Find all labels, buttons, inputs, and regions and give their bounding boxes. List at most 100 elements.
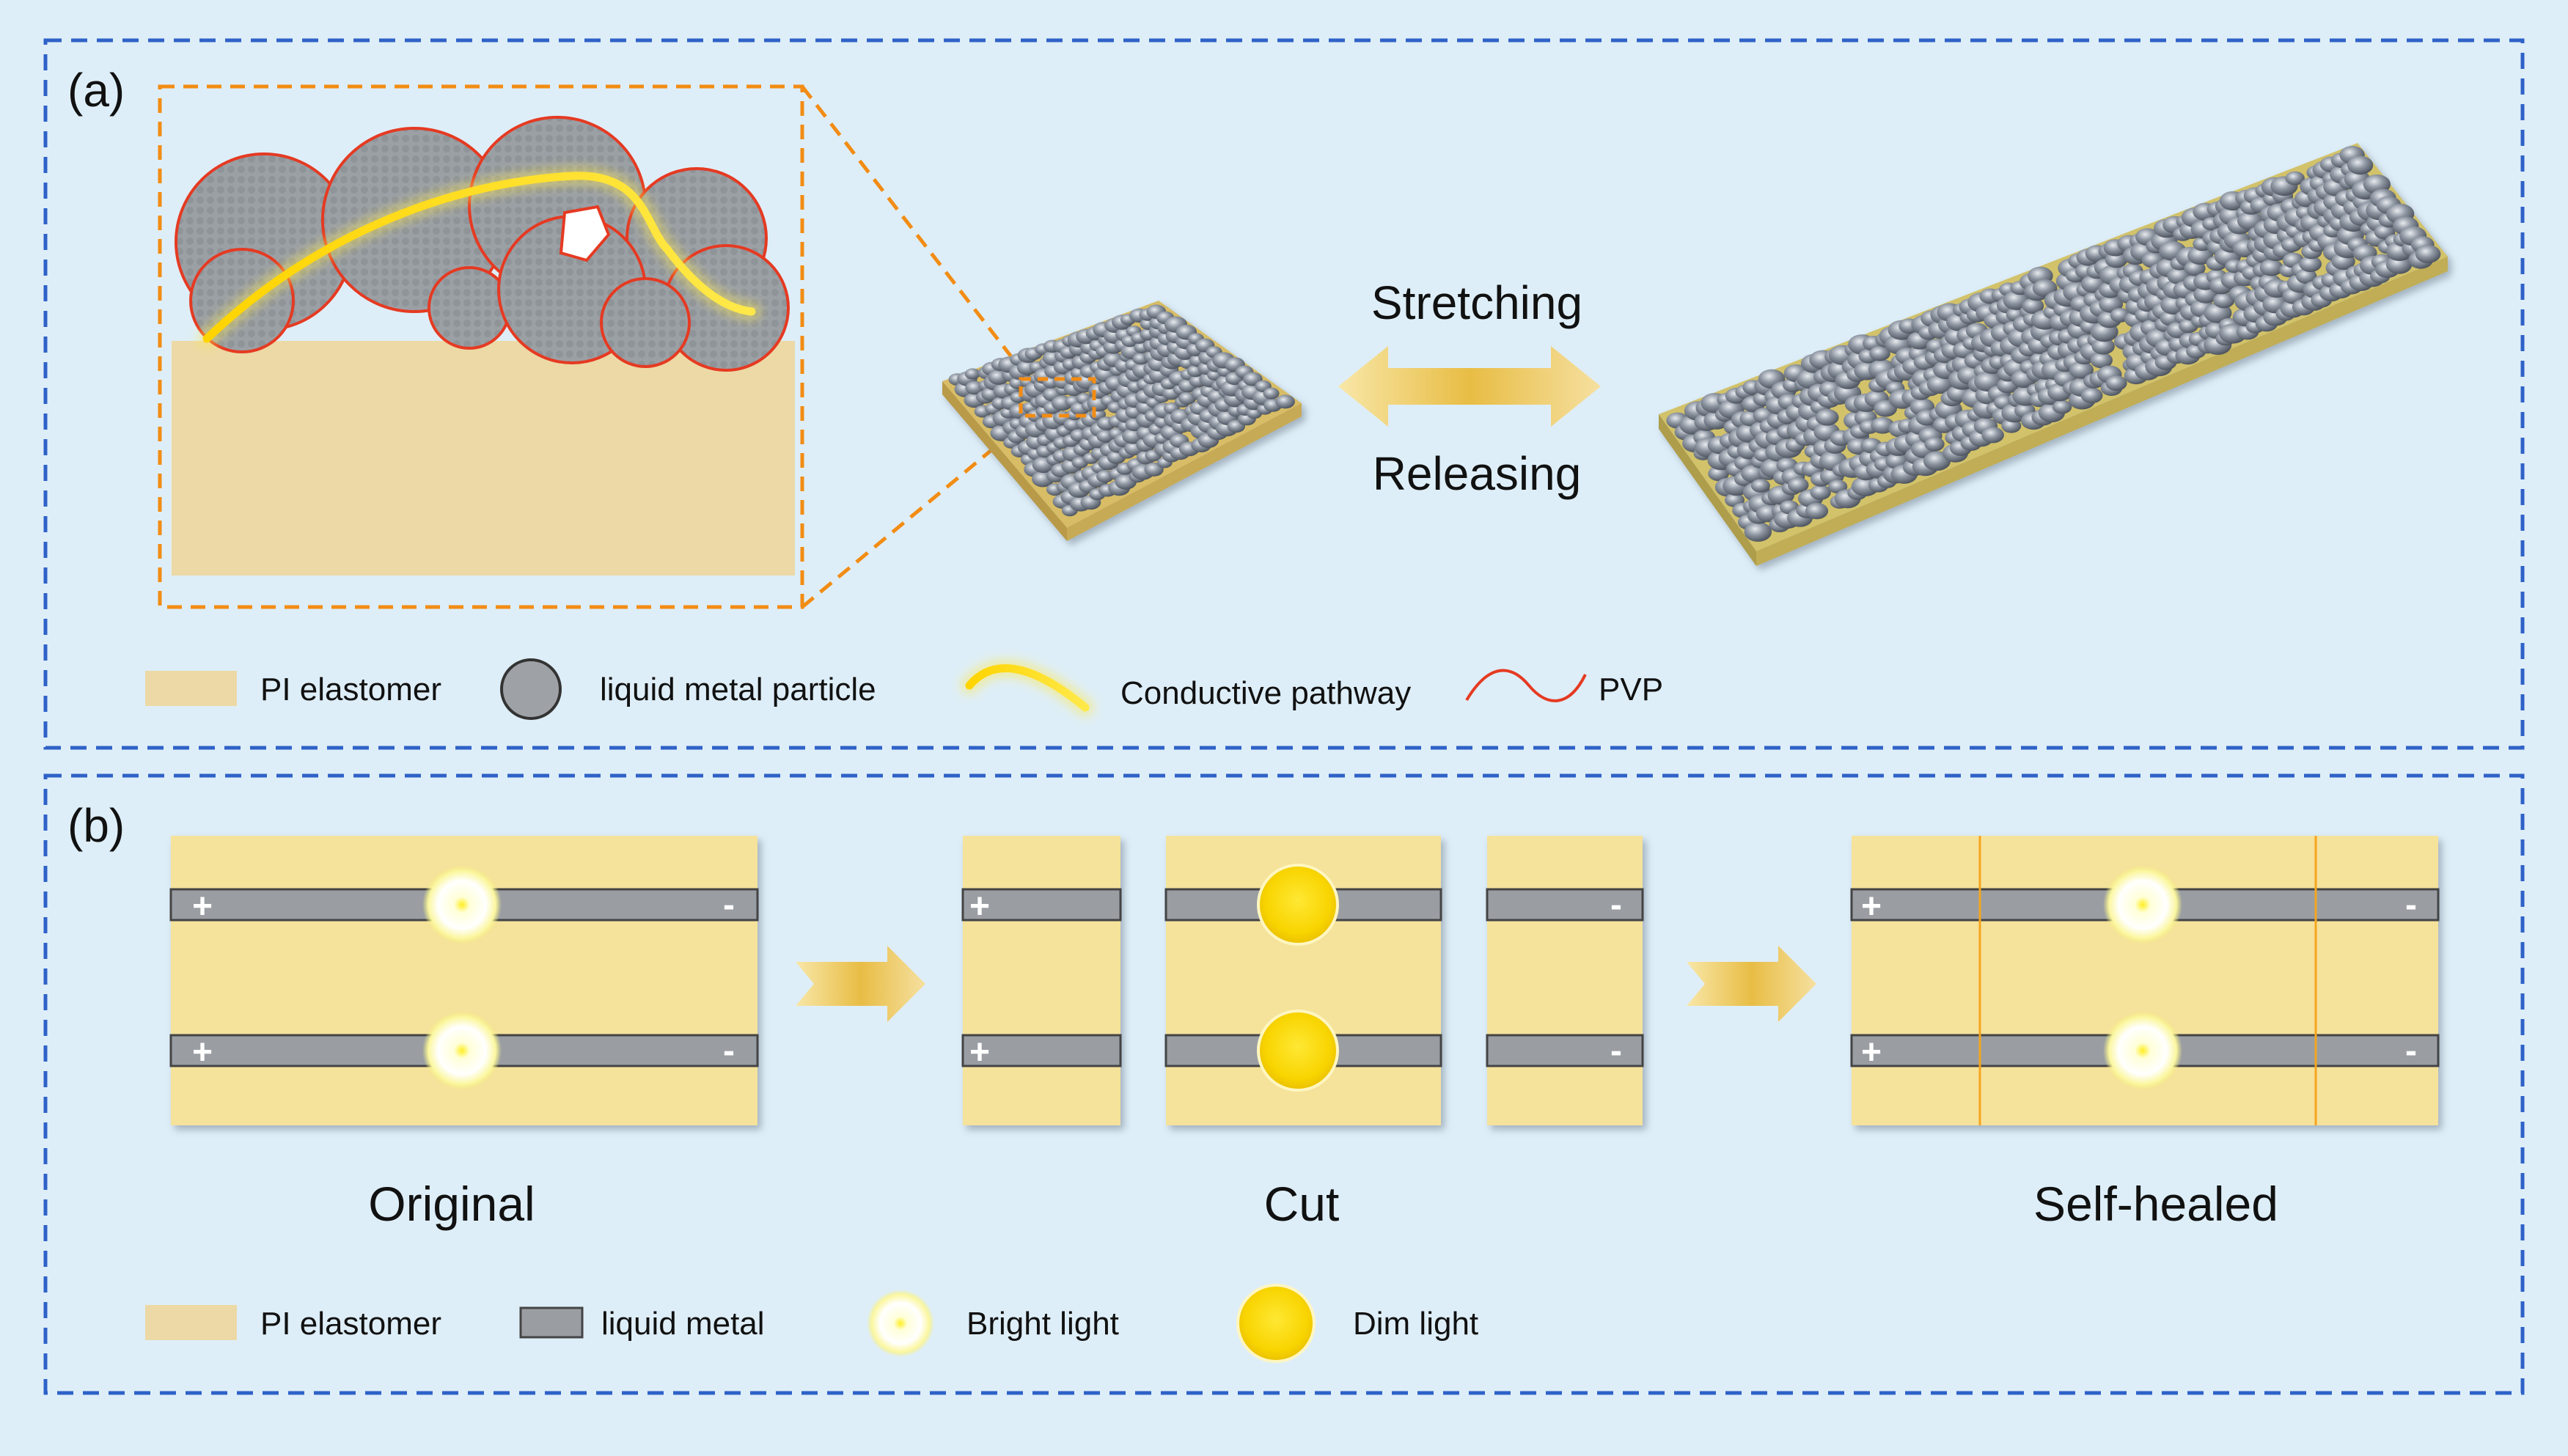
- original-minus-top: -: [723, 886, 735, 924]
- panel-a: (a): [43, 38, 2525, 750]
- metal-droplet: [2259, 259, 2283, 276]
- legend-b-metal-label: liquid metal: [601, 1306, 765, 1342]
- cut-plus-bottom: +: [969, 1033, 990, 1072]
- panel-b-border: [43, 773, 2525, 1395]
- healed-device: + - + -: [1850, 836, 2440, 1125]
- legend-elastomer-label: PI elastomer: [260, 672, 441, 707]
- legend-b: PI elastomer liquid metal Bright light D…: [145, 1284, 1478, 1363]
- zoom-line-top: [801, 85, 1032, 383]
- zoom-box: [158, 84, 804, 609]
- metal-droplet: [2299, 256, 2322, 273]
- cut-minus-bottom: -: [1610, 1032, 1622, 1070]
- original-plus-bottom: +: [192, 1033, 213, 1072]
- metal-droplet: [1805, 502, 1829, 520]
- releasing-label: Releasing: [1373, 447, 1582, 500]
- healed-bright-light-bottom: [2103, 1011, 2182, 1090]
- metal-droplet: [1787, 477, 1809, 493]
- cut-dim-light-bottom: [1257, 1010, 1339, 1092]
- original-bright-light-top: [422, 865, 502, 944]
- inset-conductive-pathway: [202, 172, 756, 343]
- legend-particle-label: liquid metal particle: [600, 672, 876, 707]
- metal-droplet: [964, 368, 980, 380]
- inset-void: [559, 205, 611, 262]
- metal-droplet: [2091, 338, 2115, 355]
- metal-droplet: [2212, 293, 2235, 309]
- legend-pvp-icon: [1465, 669, 1587, 702]
- zoom-source-box: [1019, 377, 1096, 418]
- legend-b-dim-label: Dim light: [1353, 1306, 1478, 1342]
- metal-droplet: [2052, 400, 2072, 414]
- legend-b-bright-icon: [867, 1290, 934, 1357]
- cut-device: + + - -: [961, 836, 1644, 1125]
- legend-b-dim-icon: [1236, 1284, 1316, 1363]
- metal-droplet: [2069, 361, 2094, 379]
- zoom-inset: [158, 84, 1032, 609]
- healed-caption: Self-healed: [2033, 1177, 2278, 1231]
- stretched-film-particles: [1666, 146, 2441, 542]
- cut-minus-top: -: [1610, 886, 1622, 924]
- arrow-cut-to-healed: [1687, 946, 1816, 1022]
- metal-droplet: [1275, 394, 1295, 409]
- legend-b-elastomer-swatch: [145, 1305, 237, 1340]
- healed-bright-light-top: [2103, 865, 2182, 944]
- metal-droplet: [1178, 391, 1196, 405]
- stretching-label: Stretching: [1371, 276, 1582, 329]
- panel-a-label: (a): [67, 64, 125, 117]
- legend-a: PI elastomer liquid metal particle Condu…: [145, 658, 1663, 720]
- legend-b-elastomer-label: PI elastomer: [260, 1306, 441, 1342]
- metal-droplet: [1263, 387, 1280, 400]
- metal-droplet: [2347, 155, 2374, 175]
- healed-minus-top: -: [2405, 886, 2417, 924]
- cut-left-wire-top: [961, 888, 1122, 922]
- original-device: + - + -: [169, 836, 759, 1125]
- legend-pathway-icon: [965, 664, 1090, 712]
- original-minus-bottom: -: [723, 1032, 735, 1070]
- panel-b: (b) + - + - Original: [43, 773, 2525, 1395]
- cut-right-piece: [1487, 836, 1643, 1125]
- metal-droplet: [1810, 485, 1831, 500]
- cut-left-piece: [963, 836, 1120, 1125]
- legend-elastomer-swatch: [145, 671, 237, 706]
- healed-minus-bottom: -: [2405, 1032, 2417, 1070]
- cut-left-wire-bottom: [961, 1034, 1122, 1067]
- legend-particle-icon: [500, 658, 562, 720]
- cut-right-wire-top: [1486, 888, 1644, 922]
- cut-dim-light-top: [1257, 864, 1339, 946]
- legend-pvp-label: PVP: [1599, 672, 1663, 707]
- metal-droplet: [1750, 479, 1770, 493]
- metal-droplet: [1871, 416, 1895, 434]
- metal-droplet: [1869, 345, 1890, 361]
- metal-droplet: [2415, 245, 2441, 263]
- panel-a-border: [43, 38, 2525, 750]
- legend-b-metal-swatch: [519, 1306, 584, 1339]
- metal-droplet: [1924, 437, 1945, 452]
- metal-droplet: [2090, 352, 2113, 369]
- cut-plus-top: +: [969, 887, 990, 926]
- metal-droplet: [2080, 387, 2103, 404]
- original-bright-light-bottom: [422, 1011, 502, 1090]
- metal-droplet: [2296, 268, 2317, 284]
- cut-right-wire-bottom: [1486, 1034, 1644, 1067]
- legend-b-bright-label: Bright light: [966, 1306, 1119, 1342]
- metal-droplet: [2105, 251, 2128, 268]
- metal-droplet: [1744, 521, 1772, 542]
- arrow-original-to-cut: [796, 946, 925, 1022]
- metal-droplet: [1926, 375, 1953, 394]
- cut-caption: Cut: [1264, 1177, 1340, 1231]
- legend-pathway-label: Conductive pathway: [1120, 675, 1411, 711]
- metal-droplet: [2285, 171, 2305, 185]
- metal-droplet: [2187, 246, 2214, 265]
- panel-b-label: (b): [67, 799, 125, 852]
- metal-droplet: [1815, 408, 1839, 426]
- relaxed-film-particles: [948, 304, 1295, 517]
- original-plus-top: +: [192, 887, 213, 926]
- metal-droplet: [1981, 427, 2004, 444]
- healed-plus-top: +: [1861, 887, 1882, 926]
- metal-droplet: [2105, 375, 2127, 391]
- stretch-release-arrow: [1338, 346, 1601, 427]
- healed-plus-bottom: +: [1861, 1033, 1882, 1072]
- inset-elastomer: [172, 341, 795, 576]
- metal-droplet: [2022, 298, 2044, 315]
- original-caption: Original: [368, 1177, 535, 1231]
